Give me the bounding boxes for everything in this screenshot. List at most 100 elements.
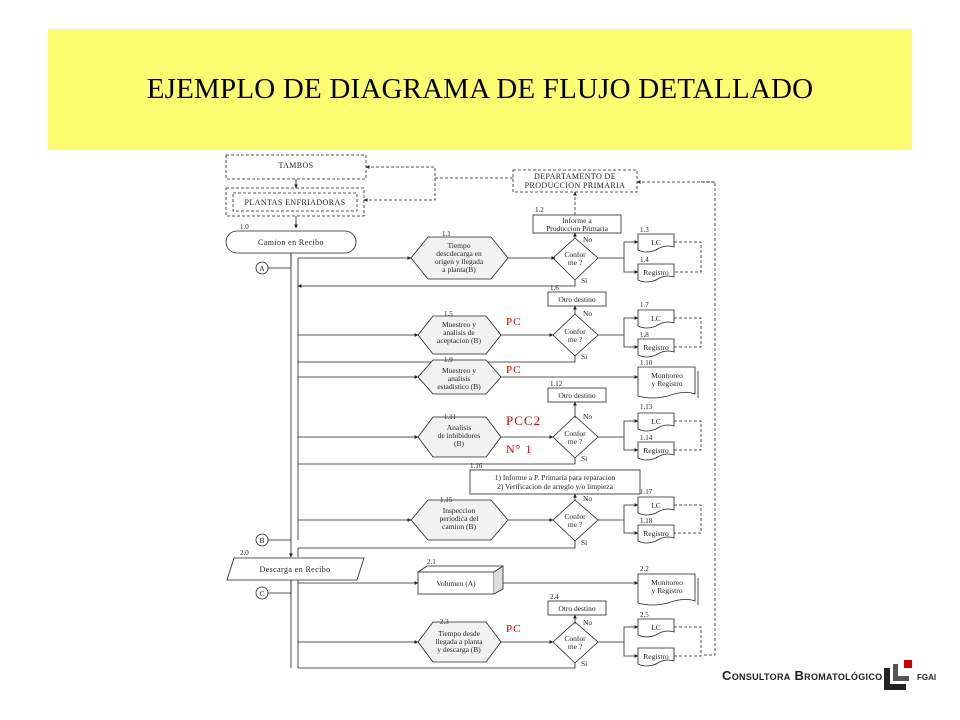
informe-reparacion-1-16	[469, 469, 641, 495]
estadistico-line-3: estadistico (B)	[437, 382, 481, 391]
informe-line-1: Informe a	[562, 216, 592, 225]
pcc-label: PCC2	[506, 413, 541, 428]
tambos-label: TAMBOS	[278, 161, 313, 170]
connector-c-label: C	[259, 589, 264, 598]
registro-label-2: Registro	[643, 343, 669, 352]
lc-1-3	[637, 233, 675, 253]
pc-label-3: PC	[506, 623, 521, 635]
num-2-3: 2.3	[440, 618, 449, 626]
muestreo-line-1: Muestreo y	[442, 320, 476, 329]
num-1-12: 1.12	[550, 380, 563, 388]
pc-label-2: PC	[506, 364, 521, 376]
page-title: EJEMPLO DE DIAGRAMA DE FLUJO DETALLADO	[146, 72, 814, 105]
num-1-18: 1.18	[640, 517, 653, 525]
registro-1-14	[637, 441, 675, 461]
registro-label-4: Registro	[643, 529, 669, 538]
otro-destino-label-3: Otro destino	[558, 604, 596, 613]
plantas-box	[225, 187, 365, 217]
num-1-13: 1.13	[640, 403, 653, 411]
registro-label-1: Registro	[643, 268, 669, 277]
connector-a-label: A	[259, 264, 265, 273]
inhibidores-line-3: (B)	[454, 439, 465, 448]
inspeccion-line-3: camion (B)	[442, 522, 476, 531]
registro-label-5: Registro	[643, 652, 669, 661]
logo-mark-icon	[884, 660, 912, 690]
monitoreo-2-line-2: y Registro	[651, 586, 682, 595]
informe-reparacion-line-1: 1) Informe a P. Primaria para reparacion	[495, 473, 616, 482]
lc-label-4: LC	[651, 501, 661, 510]
dept-label-2: PRODUCCION PRIMARIA	[525, 181, 626, 190]
num-1-7: 1.7	[640, 301, 649, 309]
si-label-1: Si	[581, 276, 587, 285]
tiempo-line-4: a planta(B)	[442, 265, 476, 274]
lc-2-5	[637, 618, 675, 638]
monitoreo-2-2	[637, 573, 696, 606]
inspeccion-line-2: periodica del	[440, 514, 479, 523]
num-2-0: 2.0	[240, 549, 249, 557]
registro-1-18	[637, 524, 675, 544]
muestreo-line-2: analisis de	[443, 328, 475, 337]
num-1-16: 1.16	[470, 462, 483, 470]
conforme-1-b: me ?	[568, 258, 583, 267]
no-label-4: No	[583, 494, 592, 503]
estadistico-line-2: analisis	[448, 374, 471, 383]
lc-1-7	[637, 309, 675, 329]
registro-2-6	[637, 647, 675, 667]
pcc-number-label: N° 1	[506, 442, 532, 456]
num-1-10: 1.10	[640, 359, 653, 367]
tiempo-descarga-line-2: llegada a planta	[435, 637, 483, 646]
logo-name: Consultora Bromatológico	[722, 668, 883, 683]
tiempo-descarga-line-1: Tiempo desde	[438, 629, 481, 638]
camion-label: Camion en Recibo	[258, 238, 324, 247]
otro-destino-2-4	[547, 600, 607, 616]
si-label-2: Si	[581, 352, 587, 361]
num-1-2: 1.2	[535, 206, 544, 214]
otro-destino-label-1: Otro destino	[558, 295, 596, 304]
no-label-5: No	[583, 618, 592, 627]
volumen-label: Volumen (A)	[436, 579, 476, 588]
num-1-11: 1.11	[444, 413, 456, 421]
plantas-label: PLANTAS ENFRIADORAS	[245, 198, 346, 207]
registro-1-4	[637, 263, 675, 283]
inhibidores-line-1: Analisis	[447, 423, 472, 432]
conforme-5-b: me ?	[568, 642, 583, 651]
logo-suffix: fgai	[917, 671, 937, 683]
conforme-4-b: me ?	[568, 520, 583, 529]
conforme-4-a: Confor	[564, 512, 586, 521]
tiempo-line-3: origen y llegada	[435, 257, 484, 266]
num-1-17: 1.17	[640, 488, 653, 496]
si-label-5: Si	[581, 659, 587, 668]
otro-destino-1-6	[547, 291, 607, 307]
lc-label-2: LC	[651, 314, 661, 323]
informe-reparacion-line-2: 2) Verificacion de arreglo y/o limpieza	[497, 482, 614, 491]
num-1-4: 1.4	[640, 256, 649, 264]
tiempo-line-2: descdecarga en	[436, 249, 482, 258]
lc-label-1: LC	[651, 238, 661, 247]
informe-box	[532, 214, 622, 234]
lc-1-13	[637, 412, 675, 432]
num-2-4: 2.4	[550, 593, 559, 601]
si-label-3: Si	[581, 454, 587, 463]
num-2-5: 2.5	[640, 611, 649, 619]
num-1-0: 1.0	[240, 223, 249, 231]
no-label-3: No	[583, 412, 592, 421]
inhibidores-line-2: de inhibidores	[438, 431, 481, 440]
conforme-3-b: me ?	[568, 437, 583, 446]
descarga-label: Descarga en Recibo	[259, 565, 330, 574]
lc-label-3: LC	[651, 417, 661, 426]
num-1-6: 1.6	[550, 284, 559, 292]
pc-label-1: PC	[506, 316, 521, 328]
muestreo-line-3: aceptacion (B)	[437, 336, 481, 345]
registro-1-8	[637, 338, 675, 358]
conforme-5-a: Confor	[564, 634, 586, 643]
estadistico-line-1: Muestreo y	[442, 366, 476, 375]
num-1-9: 1.9	[444, 356, 453, 364]
conforme-3-a: Confor	[564, 429, 586, 438]
conforme-2-a: Confor	[564, 327, 586, 336]
no-label-1: No	[583, 235, 592, 244]
num-2-1: 2.1	[427, 558, 436, 566]
lc-label-5: LC	[651, 623, 661, 632]
monitoreo-line-1: Monitoreo	[651, 371, 683, 380]
dept-label-1: DEPARTAMENTO DE	[534, 172, 616, 181]
